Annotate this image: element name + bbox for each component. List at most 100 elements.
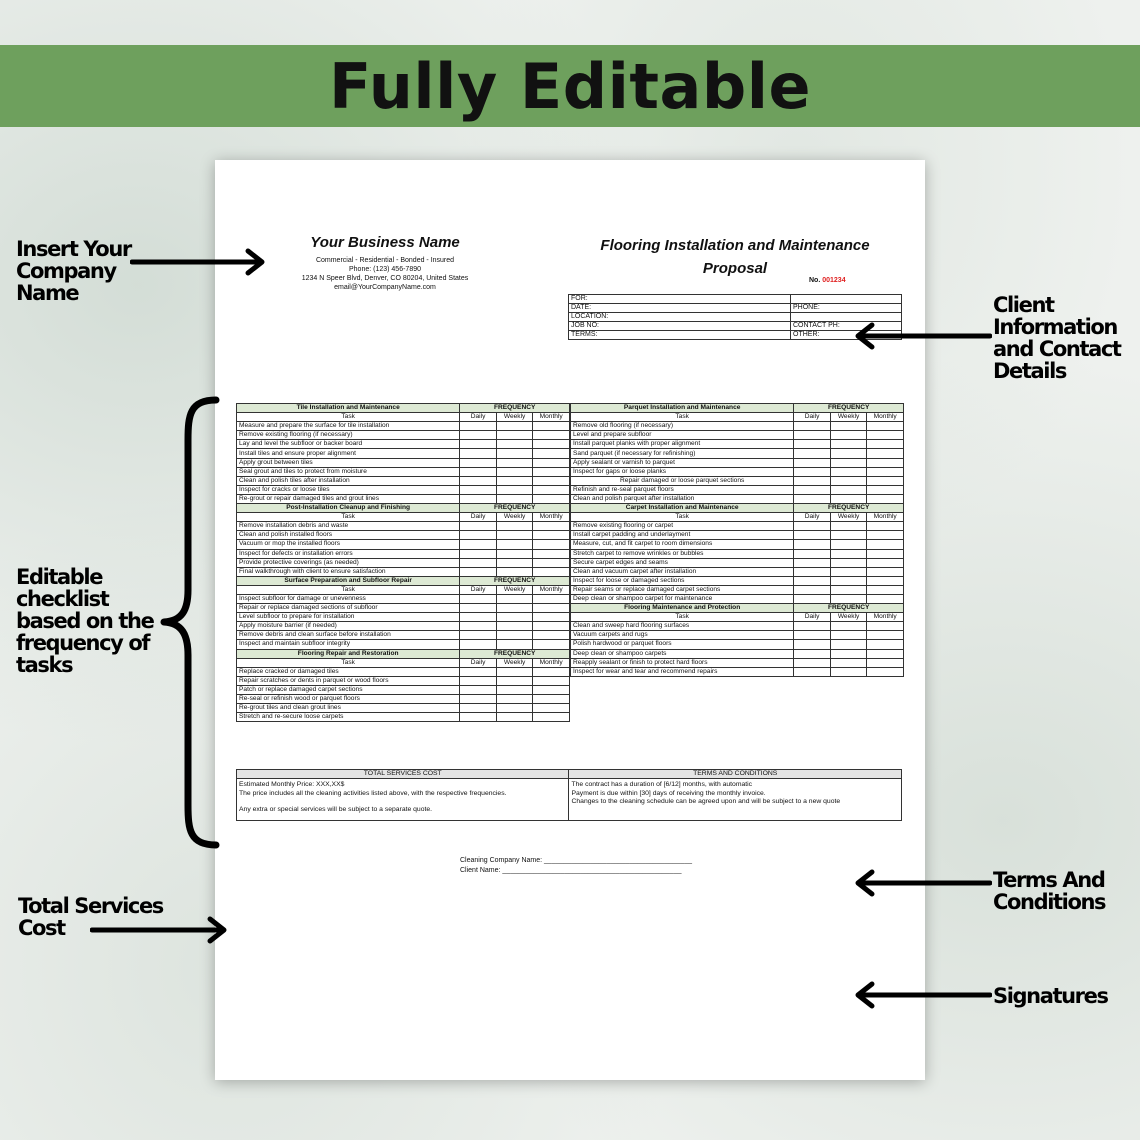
task-name[interactable]: Vacuum carpets and rugs: [569, 630, 795, 641]
task-name[interactable]: Remove existing flooring (if necessary): [235, 430, 461, 441]
daily-checkbox[interactable]: [459, 603, 497, 614]
task-name[interactable]: Remove installation debris and waste: [235, 521, 461, 532]
daily-checkbox[interactable]: [459, 521, 497, 532]
daily-checkbox[interactable]: [459, 630, 497, 641]
daily-checkbox[interactable]: [459, 639, 497, 650]
monthly-checkbox[interactable]: [866, 557, 904, 568]
monthly-checkbox[interactable]: [866, 421, 904, 432]
monthly-checkbox[interactable]: [532, 430, 570, 441]
task-name[interactable]: Level and prepare subfloor: [569, 430, 795, 441]
daily-checkbox[interactable]: [793, 648, 831, 659]
monthly-checkbox[interactable]: [532, 703, 570, 714]
weekly-checkbox[interactable]: [829, 430, 868, 441]
monthly-checkbox[interactable]: [532, 493, 570, 505]
company-signature-line[interactable]: Cleaning Company Name: _________________…: [460, 857, 692, 864]
task-name[interactable]: Provide protective coverings (as needed): [235, 557, 461, 568]
monthly-checkbox[interactable]: [866, 648, 904, 659]
monthly-checkbox[interactable]: [866, 666, 904, 677]
monthly-checkbox[interactable]: [866, 466, 904, 477]
monthly-checkbox[interactable]: [532, 566, 570, 577]
daily-checkbox[interactable]: [793, 530, 831, 541]
business-name[interactable]: Your Business Name: [310, 234, 460, 251]
task-name[interactable]: Seal grout and tiles to protect from moi…: [235, 466, 461, 477]
monthly-checkbox[interactable]: [866, 493, 904, 505]
monthly-checkbox[interactable]: [866, 539, 904, 550]
task-name[interactable]: Clean and vacuum carpet after installati…: [569, 566, 795, 577]
client-field-label[interactable]: PHONE:: [790, 303, 902, 313]
weekly-checkbox[interactable]: [495, 466, 534, 477]
task-name[interactable]: Measure, cut, and fit carpet to room dim…: [569, 539, 795, 550]
extra-services-note[interactable]: Any extra or special services will be su…: [239, 806, 433, 814]
daily-checkbox[interactable]: [459, 675, 497, 686]
daily-checkbox[interactable]: [459, 457, 497, 468]
weekly-checkbox[interactable]: [495, 621, 534, 632]
terms-duration[interactable]: The contract has a duration of [6/12] mo…: [571, 781, 753, 788]
weekly-checkbox[interactable]: [495, 666, 534, 677]
client-field-label[interactable]: TERMS:: [568, 330, 791, 340]
monthly-checkbox[interactable]: [866, 548, 904, 559]
monthly-checkbox[interactable]: [866, 439, 904, 450]
monthly-checkbox[interactable]: [532, 484, 570, 495]
weekly-checkbox[interactable]: [495, 421, 534, 432]
client-field-label[interactable]: FOR:: [568, 294, 791, 304]
daily-checkbox[interactable]: [793, 630, 831, 641]
task-name[interactable]: Remove existing flooring or carpet: [569, 521, 795, 532]
daily-checkbox[interactable]: [459, 703, 497, 714]
section-title[interactable]: Flooring Repair and Restoration: [235, 648, 461, 659]
monthly-checkbox[interactable]: [866, 475, 904, 486]
weekly-checkbox[interactable]: [495, 593, 534, 605]
weekly-checkbox[interactable]: [829, 539, 868, 550]
price-description[interactable]: The price includes all the cleaning acti…: [239, 789, 507, 797]
task-name[interactable]: Inspect for loose or damaged sections: [569, 575, 795, 586]
task-name[interactable]: Apply moisture barrier (if needed): [235, 621, 461, 632]
task-name[interactable]: Apply grout between tiles: [235, 457, 461, 468]
weekly-checkbox[interactable]: [495, 612, 534, 623]
client-field-label[interactable]: JOB NO:: [568, 321, 791, 331]
weekly-checkbox[interactable]: [495, 630, 534, 641]
task-name[interactable]: Re-seal or refinish wood or parquet floo…: [235, 693, 461, 705]
weekly-checkbox[interactable]: [495, 684, 534, 696]
task-name[interactable]: Install parquet planks with proper align…: [569, 439, 795, 450]
task-name[interactable]: Replace cracked or damaged tiles: [235, 666, 461, 677]
daily-checkbox[interactable]: [793, 466, 831, 477]
daily-checkbox[interactable]: [793, 475, 831, 486]
task-name[interactable]: Clean and polish parquet after installat…: [569, 493, 795, 505]
daily-checkbox[interactable]: [459, 430, 497, 441]
task-name[interactable]: Inspect for gaps or loose planks: [569, 466, 795, 477]
section-title[interactable]: Parquet Installation and Maintenance: [569, 402, 795, 414]
task-name[interactable]: Repair damaged or loose parquet sections: [569, 475, 795, 486]
daily-checkbox[interactable]: [793, 448, 831, 459]
business-address[interactable]: 1234 N Speer Blvd, Denver, CO 80204, Uni…: [301, 275, 469, 282]
monthly-checkbox[interactable]: [532, 521, 570, 532]
task-name[interactable]: Re-grout or repair damaged tiles and gro…: [235, 493, 461, 505]
daily-checkbox[interactable]: [459, 466, 497, 477]
weekly-checkbox[interactable]: [495, 457, 534, 468]
client-field-label[interactable]: LOCATION:: [568, 312, 791, 322]
task-name[interactable]: Inspect for defects or installation erro…: [235, 548, 461, 559]
weekly-checkbox[interactable]: [829, 457, 868, 468]
monthly-checkbox[interactable]: [866, 593, 904, 605]
monthly-checkbox[interactable]: [532, 539, 570, 550]
client-field-label[interactable]: [790, 294, 902, 304]
monthly-checkbox[interactable]: [866, 430, 904, 441]
weekly-checkbox[interactable]: [495, 530, 534, 541]
business-email[interactable]: email@YourCompanyName.com: [334, 284, 436, 291]
task-name[interactable]: Re-grout tiles and clean grout lines: [235, 703, 461, 714]
task-name[interactable]: Measure and prepare the surface for tile…: [235, 421, 461, 432]
task-name[interactable]: Final walkthrough with client to ensure …: [235, 566, 461, 577]
monthly-checkbox[interactable]: [866, 657, 904, 668]
weekly-checkbox[interactable]: [495, 712, 534, 723]
client-field-label[interactable]: DATE:: [568, 303, 791, 313]
daily-checkbox[interactable]: [459, 548, 497, 559]
monthly-checkbox[interactable]: [532, 466, 570, 477]
daily-checkbox[interactable]: [793, 584, 831, 595]
weekly-checkbox[interactable]: [495, 484, 534, 495]
terms-payment[interactable]: Payment is due within [30] days of recei…: [571, 789, 766, 797]
daily-checkbox[interactable]: [459, 493, 497, 505]
section-title[interactable]: Carpet Installation and Maintenance: [569, 503, 795, 514]
task-name[interactable]: Clean and sweep hard flooring surfaces: [569, 621, 795, 632]
monthly-checkbox[interactable]: [532, 448, 570, 459]
daily-checkbox[interactable]: [793, 557, 831, 568]
daily-checkbox[interactable]: [793, 493, 831, 505]
weekly-checkbox[interactable]: [829, 448, 868, 459]
